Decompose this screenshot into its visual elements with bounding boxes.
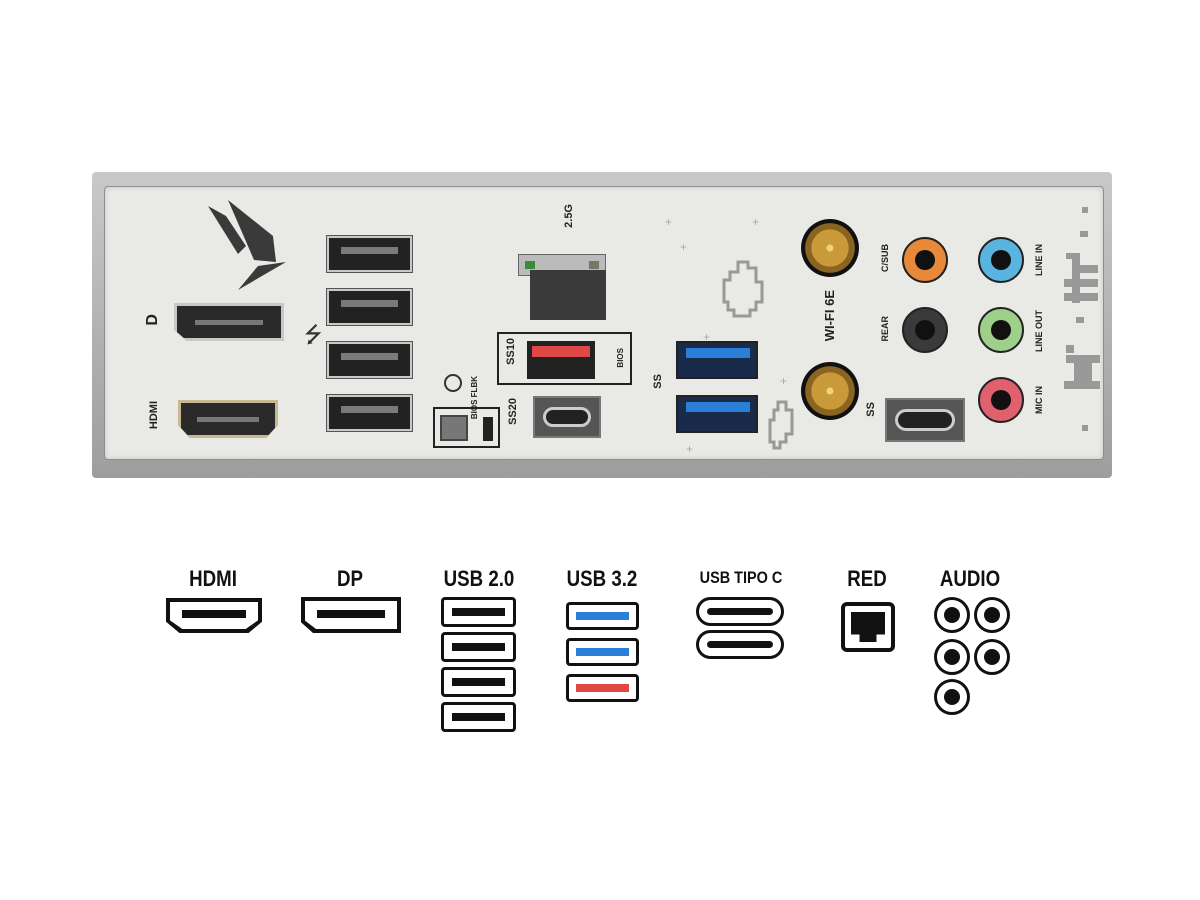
bios-usb-box — [497, 332, 632, 385]
legend-usb20-icon — [441, 597, 516, 627]
usb3-port — [676, 341, 758, 379]
legend-usb32-label: USB 3.2 — [566, 566, 638, 591]
legend-usbc-icon — [696, 630, 784, 659]
pixel-invader-icon — [1064, 207, 1100, 431]
legend-usb20-icon — [441, 667, 516, 697]
legend-red-label: RED — [847, 566, 887, 591]
legend-dp-icon — [301, 597, 401, 633]
legend-hdmi-label: HDMI — [189, 566, 237, 591]
wifi-antenna-connector[interactable] — [801, 362, 859, 420]
audio-jack-csub[interactable] — [902, 237, 948, 283]
ss-label: SS — [865, 402, 877, 417]
usb2-port — [327, 289, 412, 325]
usb2-port — [327, 395, 412, 431]
flashback-icon — [444, 374, 462, 392]
rear-label: REAR — [880, 316, 890, 342]
star-icon: + — [686, 442, 694, 456]
star-icon: + — [680, 240, 688, 254]
usb3-port — [676, 395, 758, 433]
legend-hdmi-icon — [166, 598, 262, 633]
csub-label: C/SUB — [880, 244, 890, 273]
legend-usb20-icon — [441, 632, 516, 662]
bios-label: BIOS — [616, 348, 625, 368]
wifi-antenna-connector[interactable] — [801, 219, 859, 277]
dp-label: D — [144, 314, 161, 326]
legend-usb32-blue-icon — [566, 638, 639, 666]
legend-usbc-icon — [696, 597, 784, 626]
audio-jack-rear[interactable] — [902, 307, 948, 353]
ss10-label: SS10 — [505, 338, 517, 365]
usb2-port — [327, 236, 412, 272]
legend-audio-label: AUDIO — [939, 566, 1001, 591]
ss20-label: SS20 — [507, 398, 519, 425]
legend-usbc-label: USB TIPO C — [699, 568, 783, 587]
legend-audio-jack-icon — [934, 597, 970, 633]
line-in-label: LINE IN — [1034, 244, 1044, 277]
displayport-port — [174, 303, 284, 341]
usb-c-port — [885, 398, 965, 442]
hdmi-port — [178, 400, 278, 438]
bios-flashback-button-box[interactable] — [433, 407, 500, 448]
pixel-cloud-icon — [768, 400, 794, 450]
legend-audio-jack-icon — [974, 597, 1010, 633]
star-icon: + — [752, 215, 760, 229]
mic-in-label: MIC IN — [1034, 386, 1044, 414]
audio-jack-line-out[interactable] — [978, 307, 1024, 353]
ss-label: SS — [652, 374, 664, 389]
wifi-label: WI-FI 6E — [822, 290, 837, 342]
star-icon: + — [780, 374, 788, 388]
lan-label: 2.5G — [563, 204, 575, 228]
lan-port — [530, 270, 606, 320]
legend-audio-jack-icon — [974, 639, 1010, 675]
audio-jack-line-in[interactable] — [978, 237, 1024, 283]
star-icon: + — [703, 330, 711, 344]
pixel-cloud-icon — [722, 260, 764, 318]
legend-audio-jack-icon — [934, 639, 970, 675]
legend-dp-label: DP — [337, 566, 363, 591]
legend-ethernet-icon — [841, 602, 895, 652]
line-out-label: LINE OUT — [1034, 310, 1044, 352]
legend-usb32-red-icon — [566, 674, 639, 702]
legend-usb32-blue-icon — [566, 602, 639, 630]
legend-usb20-icon — [441, 702, 516, 732]
star-icon: + — [665, 215, 673, 229]
hdmi-label: HDMI — [148, 401, 160, 430]
usb2-port — [327, 342, 412, 378]
audio-jack-mic-in[interactable] — [978, 377, 1024, 423]
usb-bios-port — [527, 341, 595, 379]
legend-usb20-label: USB 2.0 — [443, 566, 515, 591]
legend-audio-jack-icon — [934, 679, 970, 715]
usb-c-port — [533, 396, 601, 438]
usb-icon: ⭍ — [304, 322, 323, 347]
rog-logo-icon — [208, 200, 286, 290]
